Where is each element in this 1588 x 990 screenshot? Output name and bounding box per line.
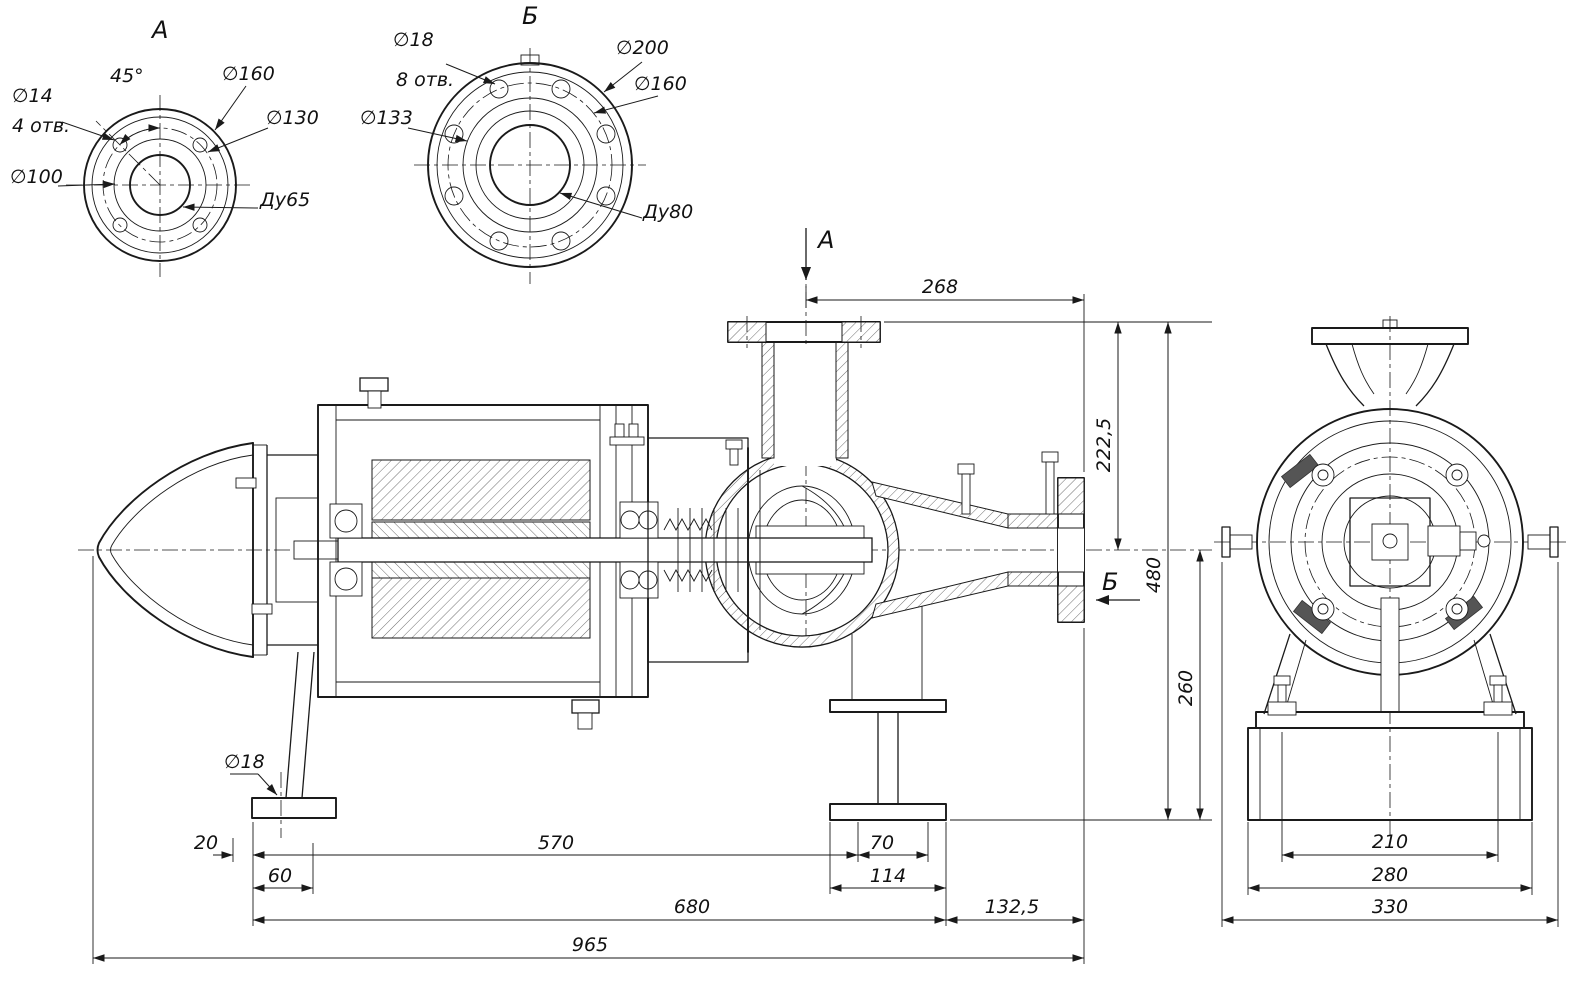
dims-vertical: 222,5 480 260 [884,321,1212,821]
suction-nozzle [871,451,1085,623]
dim-268: 268 [805,276,1085,472]
mechanical-seal [647,437,761,663]
dim-114-label: 114 [870,865,906,887]
support-foot-right [829,606,947,821]
label-8otv: 8 отв. [396,69,454,91]
dim-260-label: 260 [1175,670,1197,706]
label-du65: Ду65 [259,189,310,211]
support-foot-left [251,651,337,838]
dim-965-label: 965 [572,934,608,956]
dim-680-label: 680 [674,896,710,918]
label-du80: Ду80 [642,201,693,223]
bearing-right [619,501,659,599]
stator-winding-bottom [371,577,591,639]
dim-330-label: 330 [1372,896,1408,918]
view-b-title: Б [522,2,538,30]
flange-b-bolt-holes [444,79,616,251]
dim-222-5-label: 222,5 [1093,418,1115,472]
pedestal-bolt-right [1483,675,1513,716]
flange-view-b: Б ∅18 8 отв. ∅200 ∅160 ∅133 Ду80 [360,2,693,284]
label-d160-b: ∅160 [634,73,687,95]
main-section-view: А Б 268 222,5 480 260 ∅1 [78,226,1212,964]
end-view-pedestal [1247,597,1533,821]
pedestal-bolt-left [1267,675,1297,716]
bearing-left [329,503,363,597]
rear-flange-bolt-bottom [251,603,273,615]
dim-280-label: 280 [1372,864,1408,886]
housing-small-bolts [609,423,645,446]
dim-210-label: 210 [1372,831,1408,853]
base-hole-callout: ∅18 [224,751,278,796]
discharge-nozzle [727,316,881,459]
label-base-d18: ∅18 [224,751,265,773]
suction-flange-studs [957,451,1059,515]
end-view: 210 280 330 [1214,316,1566,927]
center-column [1380,597,1400,713]
label-d160-a: ∅160 [222,63,275,85]
dim-132-5-label: 132,5 [985,896,1039,918]
dim-570-label: 570 [538,832,574,854]
shaft-stub [1427,525,1461,557]
trunnion-right [1527,526,1559,558]
trunnion-left [1221,526,1253,558]
dim-70-label: 70 [870,832,894,854]
end-view-gland [1311,463,1491,621]
motor-rear-cone [96,442,273,658]
dims-bottom: 20 570 70 60 114 680 132,5 965 [92,556,1085,964]
section-arrow-b: Б [1096,568,1140,605]
dim-60-label: 60 [268,865,292,887]
view-a-title: А [150,16,168,44]
section-b-label: Б [1102,568,1118,596]
flange-a-bolt-holes [112,137,208,233]
flange-view-a: А 45° ∅14 4 отв. ∅160 ∅130 ∅100 Ду65 [10,16,319,277]
end-view-dims: 210 280 330 [1221,562,1559,927]
rear-bearing-housing [267,454,341,646]
label-45deg: 45° [110,65,144,87]
volute-casing [704,344,900,648]
dim-480-label: 480 [1143,557,1165,593]
dim-268-label: 268 [922,276,958,298]
dim-20-label: 20 [194,832,218,854]
end-view-top-flange [1311,319,1469,407]
drain-plug [571,699,600,730]
label-4otv: 4 отв. [12,115,70,137]
casing-rib-upper-left [1280,453,1320,489]
casing-stud [725,439,743,466]
shaft [337,537,873,563]
label-d18-b: ∅18 [393,29,434,51]
label-d133: ∅133 [360,107,413,129]
label-d130: ∅130 [266,107,319,129]
label-d200: ∅200 [616,37,669,59]
seal-spring-bottom [663,569,713,582]
section-arrow-a: А [801,226,834,280]
label-d100: ∅100 [10,166,63,188]
rear-flange-bolt-top [235,477,257,489]
housing-top-bolt [359,377,389,409]
label-d14: ∅14 [12,85,53,107]
section-a-label: А [816,226,834,254]
seal-spring-top [663,518,713,531]
stator-winding-top [371,459,591,521]
